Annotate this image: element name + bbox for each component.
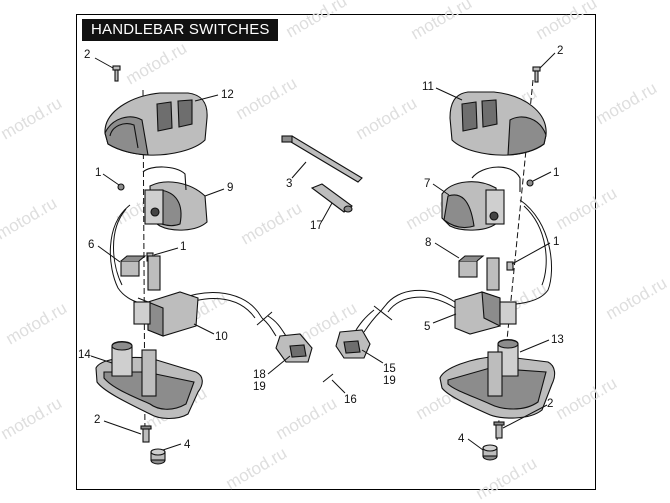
callout-8: 8 [425, 237, 431, 249]
connector-right [335, 305, 393, 359]
center-parts [281, 135, 363, 383]
callout-2: 2 [84, 49, 90, 61]
switch-6-left [120, 255, 161, 291]
watermark: motod.ru [473, 453, 541, 503]
screw-1-middle-right [506, 261, 514, 271]
watermark: motod.ru [533, 0, 601, 43]
callout-1: 1 [95, 167, 101, 179]
callout-18: 18 [253, 369, 266, 381]
watermark: motod.ru [408, 0, 476, 43]
callout-labels: 2 12 1 9 1 6 10 14 2 4 3 17 18 19 16 15 … [78, 45, 564, 451]
wire-right-a [504, 199, 553, 306]
watermark: motod.ru [553, 183, 621, 233]
watermark: motod.ru [273, 393, 341, 443]
watermark: motod.ru [238, 198, 306, 248]
callout-16: 16 [344, 394, 357, 406]
leader-lines [90, 52, 556, 451]
callout-2: 2 [557, 45, 563, 57]
callout-2: 2 [94, 414, 100, 426]
watermark: motod.ru [123, 38, 191, 88]
watermark: motod.ru [593, 78, 661, 128]
callout-1: 1 [180, 241, 186, 253]
screw-top-left [112, 65, 121, 82]
switch-module-left [142, 166, 208, 231]
callout-7: 7 [424, 178, 430, 190]
watermark: motod.ru [0, 193, 60, 243]
switch-module-right [441, 166, 521, 231]
watermark: motod.ru [3, 298, 71, 348]
diagram-title: HANDLEBAR SWITCHES [82, 19, 278, 41]
right-switch-assembly [335, 66, 556, 461]
watermark: motod.ru [603, 273, 670, 323]
callout-14: 14 [78, 349, 91, 361]
callout-10: 10 [215, 331, 228, 343]
screw-top-right [532, 66, 541, 83]
cap-left [150, 448, 166, 465]
callout-13: 13 [551, 334, 564, 346]
callout-19: 19 [253, 381, 266, 393]
lower-housing-right [439, 338, 556, 419]
callout-2: 2 [547, 398, 553, 410]
wire-right-harness [379, 289, 456, 313]
upper-housing-left [104, 92, 208, 156]
callout-11: 11 [422, 81, 434, 93]
watermark: motod.ru [553, 373, 621, 423]
watermark: motod.ru [283, 0, 351, 41]
screw-bottom-right [493, 421, 505, 439]
wire-left-b [113, 208, 127, 286]
upper-housing-right [449, 91, 547, 156]
callout-12: 12 [221, 89, 234, 101]
callout-4: 4 [184, 439, 191, 451]
terminal-pin [322, 373, 334, 383]
callout-19: 19 [383, 375, 396, 387]
watermark: motod.ru [0, 93, 65, 143]
callout-1: 1 [553, 236, 559, 248]
wire-right-b [523, 205, 547, 286]
callout-6: 6 [88, 239, 94, 251]
callout-17: 17 [310, 220, 323, 232]
wire-right-harness-b [387, 296, 456, 313]
screw-1-upper-right [526, 179, 534, 187]
left-switch-assembly [95, 65, 313, 465]
callout-5: 5 [424, 321, 430, 333]
sleeve-tube [310, 183, 353, 213]
callout-15: 15 [383, 363, 396, 375]
switch-module-5-right [454, 291, 517, 335]
callout-4: 4 [458, 433, 465, 445]
watermark: motod.ru [233, 73, 301, 123]
watermark: motod.ru [223, 443, 291, 493]
screw-bottom-left [140, 425, 152, 443]
lower-housing-left [95, 340, 203, 420]
watermark: motod.ru [0, 393, 65, 443]
cap-right [482, 444, 498, 461]
switch-module-10-left [133, 291, 199, 337]
watermark: motod.ru [353, 93, 421, 143]
cable-strap [281, 135, 363, 183]
switch-8-right [458, 255, 500, 291]
screw-1-upper-left [117, 183, 125, 191]
callout-3: 3 [286, 178, 292, 190]
connector-left [256, 311, 313, 363]
callout-1: 1 [553, 167, 559, 179]
callout-9: 9 [227, 182, 233, 194]
